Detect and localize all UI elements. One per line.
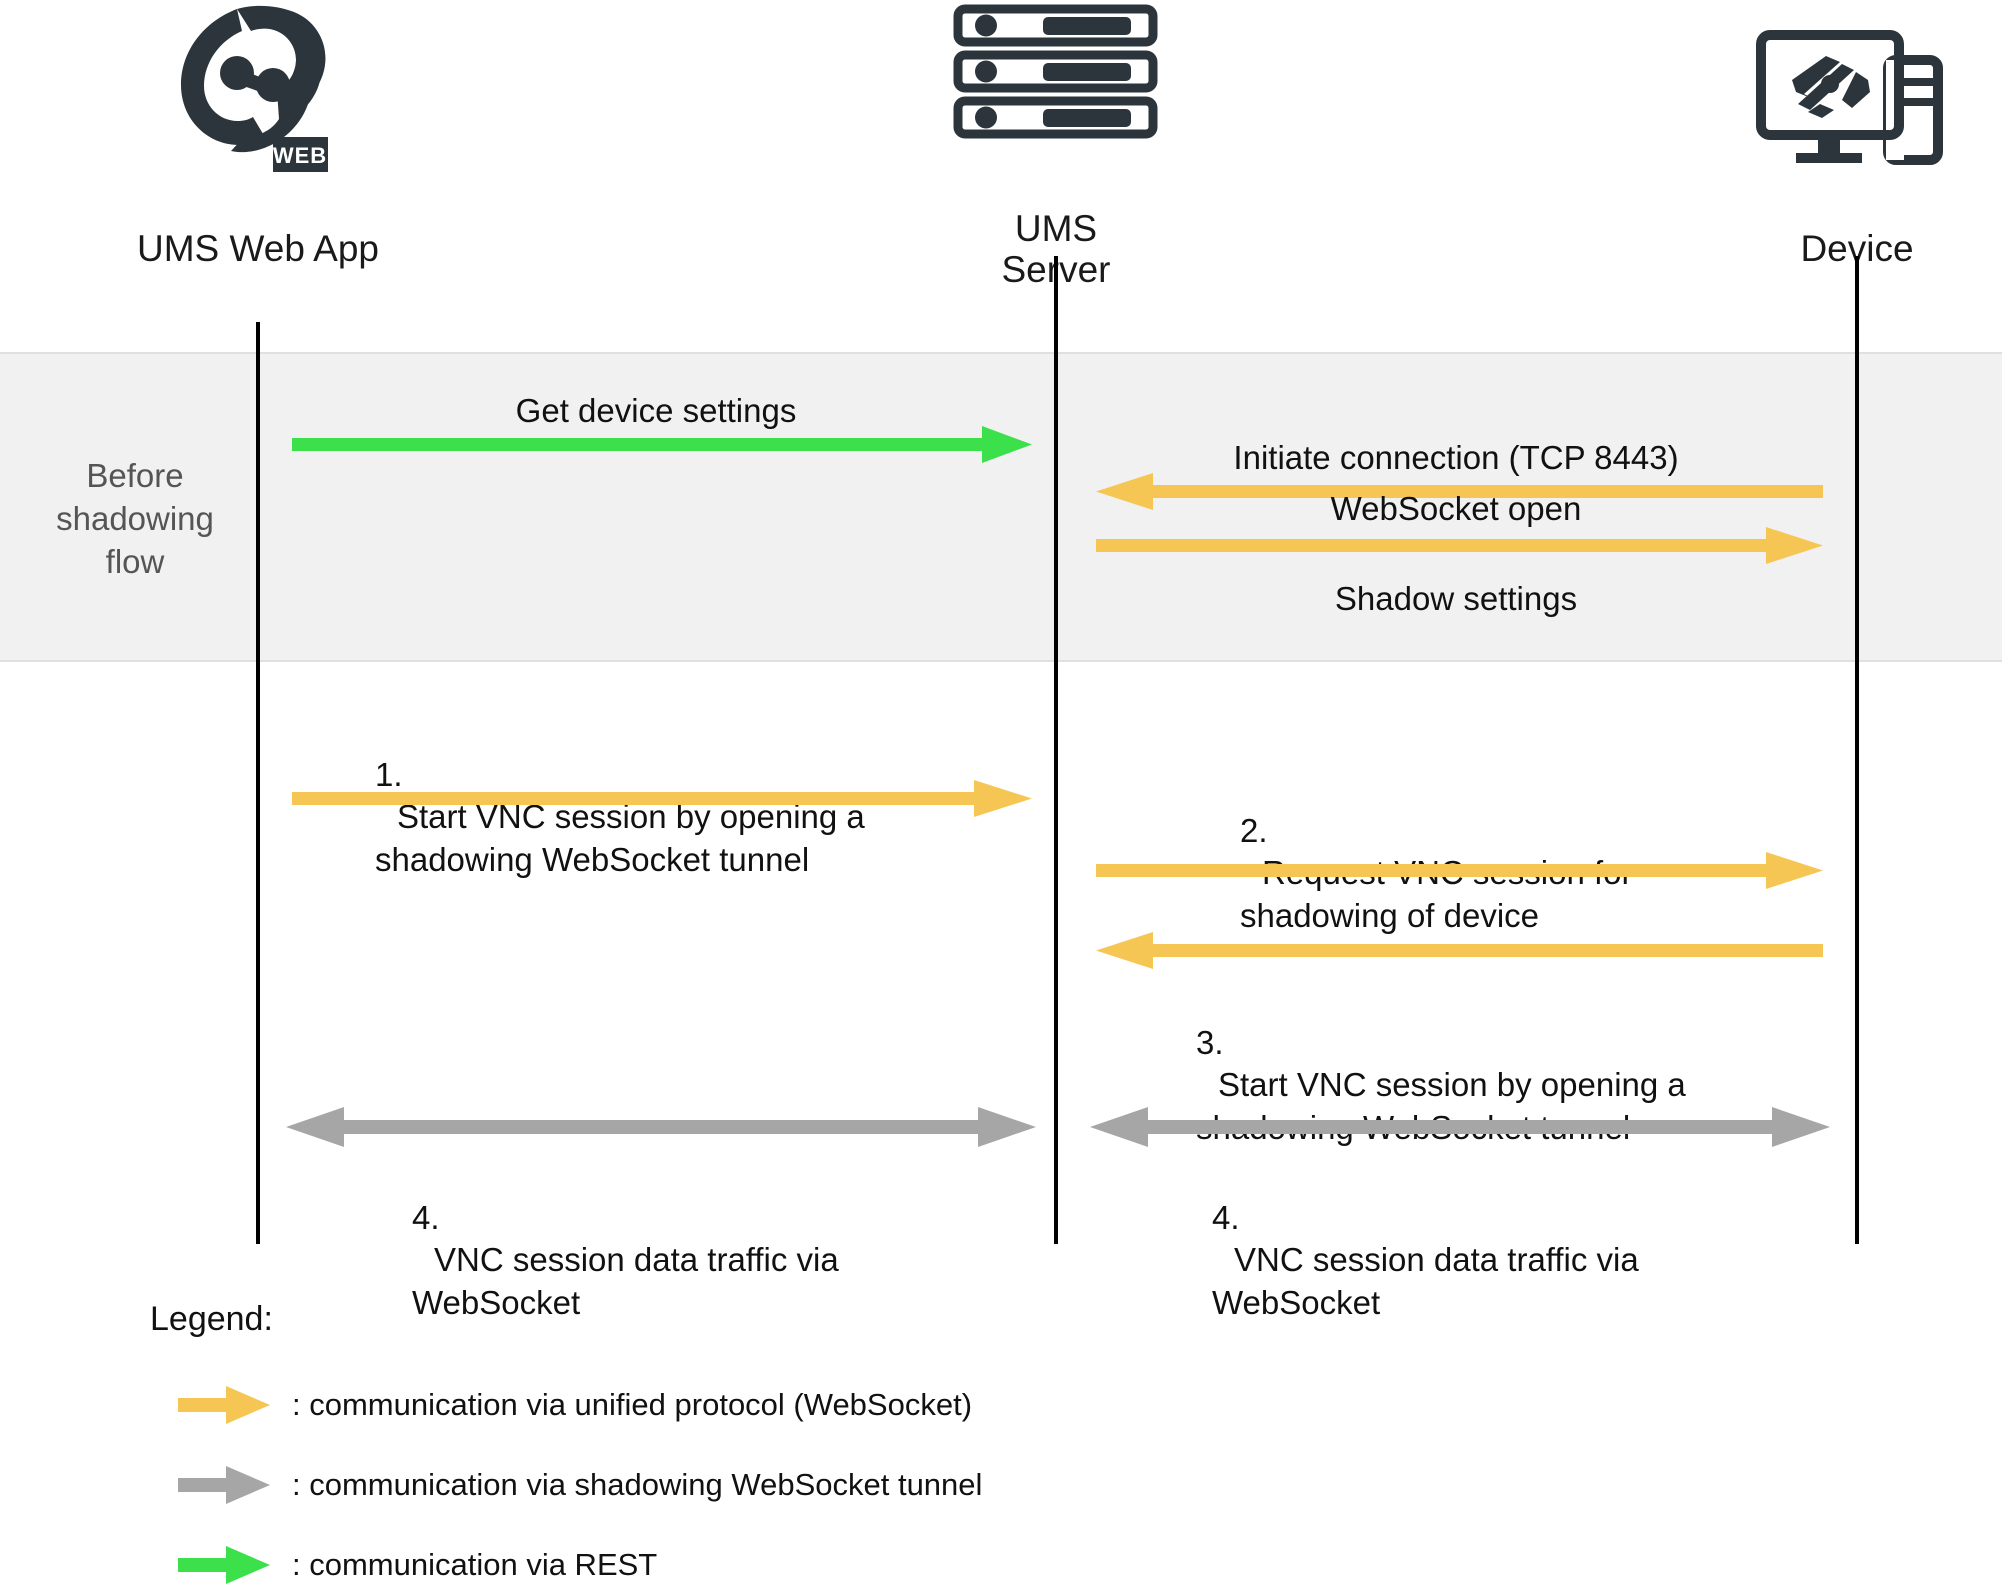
legend-arrow-rest-icon bbox=[178, 1545, 270, 1585]
legend-text-rest: : communication via REST bbox=[292, 1547, 658, 1582]
message-number-3: 3. bbox=[1196, 1024, 1224, 1062]
message-arrow-get-device-settings bbox=[292, 424, 1032, 464]
phase-band-label: Before shadowing flow bbox=[56, 457, 214, 580]
legend-text-websocket: : communication via unified protocol (We… bbox=[292, 1387, 973, 1422]
ums-web-logo-icon: WEB bbox=[165, 5, 350, 187]
message-arrow-start-vnc-session-web bbox=[292, 778, 1032, 818]
desktop-device-icon bbox=[1756, 30, 1946, 170]
message-number-4-right: 4. bbox=[1212, 1199, 1240, 1237]
message-label-shadow-settings: Shadow settings bbox=[1334, 580, 1578, 617]
message-arrow-initiate-connection bbox=[1096, 471, 1823, 511]
phase-band-before-shadowing bbox=[0, 352, 2002, 662]
message-arrow-start-vnc-session-device bbox=[1096, 930, 1823, 970]
legend-arrow-websocket-icon bbox=[178, 1385, 270, 1425]
message-arrow-vnc-data-traffic-left bbox=[286, 1107, 1036, 1147]
message-number-4-left: 4. bbox=[412, 1199, 440, 1237]
message-label-vnc-data-traffic-right: 4. VNC session data traffic via WebSocke… bbox=[1212, 1155, 1792, 1324]
legend-item-websocket: : communication via unified protocol (We… bbox=[178, 1385, 972, 1425]
message-label-get-device-settings: Get device settings bbox=[515, 392, 797, 429]
lifeline-ums-server bbox=[1054, 256, 1058, 1244]
legend-arrow-tunnel-icon bbox=[178, 1465, 270, 1505]
message-number-1: 1. bbox=[375, 756, 403, 794]
lifeline-device bbox=[1855, 256, 1859, 1244]
message-text-4-left: VNC session data traffic via WebSocket bbox=[412, 1241, 839, 1321]
legend-title: Legend: bbox=[150, 1300, 273, 1338]
message-arrow-vnc-data-traffic-right bbox=[1090, 1107, 1830, 1147]
message-arrow-request-vnc-session bbox=[1096, 850, 1823, 890]
legend-item-rest: : communication via REST bbox=[178, 1545, 657, 1585]
message-label-vnc-data-traffic-left: 4. VNC session data traffic via WebSocke… bbox=[412, 1155, 992, 1324]
legend-item-tunnel: : communication via shadowing WebSocket … bbox=[178, 1465, 982, 1505]
message-text-4-right: VNC session data traffic via WebSocket bbox=[1212, 1241, 1639, 1321]
legend-text-tunnel: : communication via shadowing WebSocket … bbox=[292, 1467, 983, 1502]
lifeline-ums-web-app bbox=[256, 322, 260, 1244]
server-rack-icon bbox=[953, 4, 1158, 139]
message-label-websocket-open: WebSocket open bbox=[1330, 490, 1582, 527]
participant-label-device: Device bbox=[1800, 228, 1914, 269]
message-arrow-websocket-open bbox=[1096, 525, 1823, 565]
message-label-initiate-connection: Initiate connection (TCP 8443) bbox=[1233, 439, 1679, 476]
participant-label-ums-web-app: UMS Web App bbox=[137, 228, 379, 269]
svg-text:WEB: WEB bbox=[273, 143, 327, 168]
message-number-2: 2. bbox=[1240, 812, 1268, 850]
